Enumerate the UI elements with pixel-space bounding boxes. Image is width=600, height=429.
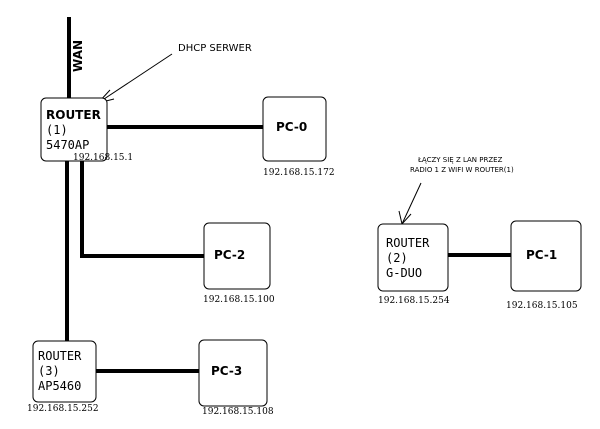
router2-box bbox=[377, 223, 449, 292]
pc1-box bbox=[510, 220, 582, 292]
router2-note-arrow bbox=[401, 182, 422, 225]
router3-box bbox=[32, 340, 97, 403]
router2-ip: 192.168.15.254 bbox=[378, 296, 450, 306]
router3-title: ROUTER bbox=[38, 349, 82, 363]
node-boxes bbox=[32, 96, 582, 407]
pc2-ip: 192.168.15.100 bbox=[203, 295, 275, 305]
pc0-ip: 192.168.15.172 bbox=[263, 168, 335, 178]
router1-model: 5470AP bbox=[46, 138, 89, 152]
pc1-label: PC-1 bbox=[526, 248, 557, 262]
router1-number: (1) bbox=[46, 123, 68, 137]
router2-title: ROUTER bbox=[386, 236, 430, 250]
dhcp-arrow bbox=[97, 53, 173, 104]
pc3-ip: 192.168.15.108 bbox=[202, 407, 274, 417]
pc1-ip: 192.168.15.105 bbox=[506, 301, 578, 311]
router1-pc2-link bbox=[80, 160, 204, 258]
pc2-box bbox=[203, 222, 271, 290]
router2-note-line2: RADIO 1 Z WIFI W ROUTER(1) bbox=[410, 166, 514, 174]
router2-model: G-DUO bbox=[386, 266, 422, 280]
router1-box bbox=[40, 97, 108, 162]
pc0-label: PC-0 bbox=[276, 120, 307, 134]
pc3-box bbox=[198, 339, 268, 407]
pc2-label: PC-2 bbox=[214, 248, 245, 262]
router3-number: (3) bbox=[38, 364, 60, 378]
pc3-label: PC-3 bbox=[211, 364, 242, 378]
annotation-arrows bbox=[96, 53, 422, 226]
router1-title: ROUTER bbox=[46, 108, 101, 122]
wan-label: WAN bbox=[71, 40, 85, 72]
router1-ip: 192.168.15.1 bbox=[73, 153, 133, 163]
router2-number: (2) bbox=[386, 251, 408, 265]
connections bbox=[65, 17, 512, 373]
router3-model: AP5460 bbox=[38, 379, 81, 393]
dhcp-note: DHCP SERWER bbox=[178, 43, 252, 54]
router2-note-line1: ŁĄCZY SIĘ Z LAN PRZEZ bbox=[417, 156, 503, 164]
router3-ip: 192.168.15.252 bbox=[27, 404, 99, 414]
pc0-box bbox=[262, 96, 327, 162]
